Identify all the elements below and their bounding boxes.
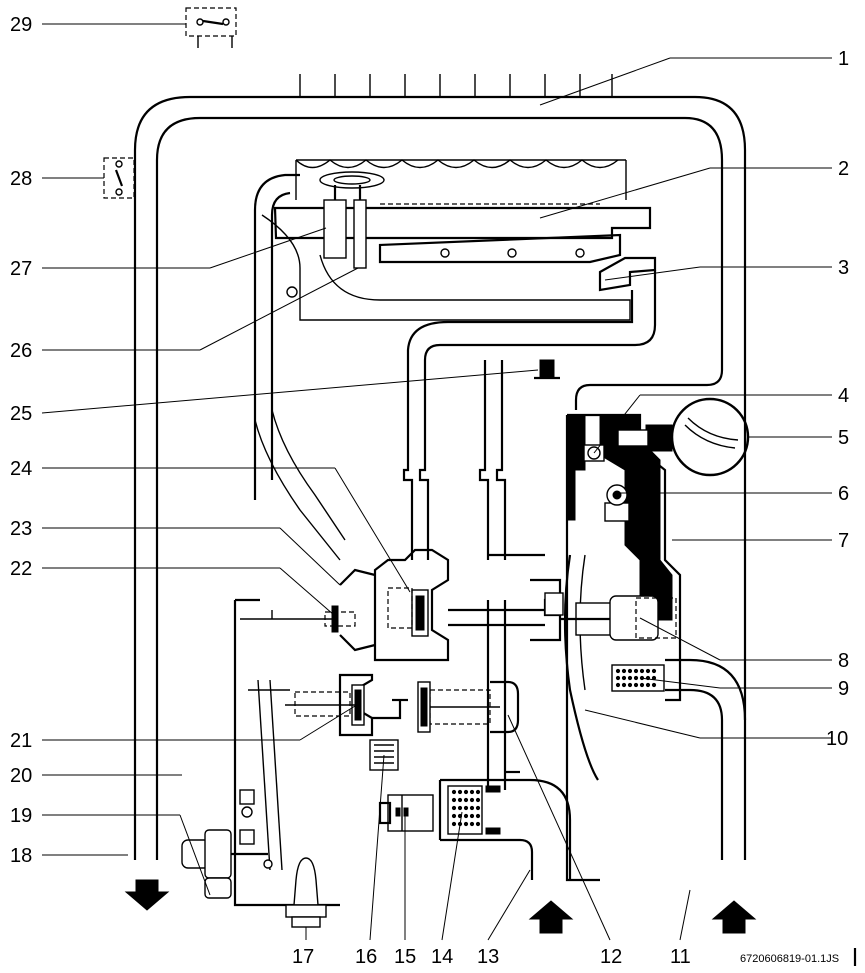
lower-valve xyxy=(285,673,408,737)
callout-22: 22 xyxy=(10,558,32,580)
hot-water-pipe xyxy=(133,74,747,860)
callout-20: 20 xyxy=(10,765,32,787)
burner xyxy=(261,203,652,321)
callout-21: 21 xyxy=(10,730,32,752)
callout-17: 17 xyxy=(292,946,314,968)
flow-arrows xyxy=(124,879,757,934)
callout-1: 1 xyxy=(838,48,849,70)
heat-exchanger-fins xyxy=(299,74,613,97)
callout-labels: 1 2 3 4 5 6 7 8 9 10 11 12 13 14 15 16 1… xyxy=(10,14,849,968)
leader-lines xyxy=(41,23,832,941)
cold-water-in-arrow xyxy=(528,900,574,934)
water-filter xyxy=(438,770,572,880)
callout-9: 9 xyxy=(838,678,849,700)
callout-24: 24 xyxy=(10,458,32,480)
callout-5: 5 xyxy=(838,427,849,449)
callout-27: 27 xyxy=(10,258,32,280)
callout-7: 7 xyxy=(838,530,849,552)
flue-switch xyxy=(185,7,237,48)
gas-control-assembly xyxy=(181,598,340,907)
hot-water-out-arrow xyxy=(124,879,170,911)
callout-8: 8 xyxy=(838,650,849,672)
gas-inlet-fitting xyxy=(285,857,327,928)
callout-3: 3 xyxy=(838,257,849,279)
callout-19: 19 xyxy=(10,805,32,827)
gas-duct xyxy=(406,270,657,430)
injector xyxy=(598,256,657,292)
callout-6: 6 xyxy=(838,483,849,505)
ignition-electrode xyxy=(319,171,385,269)
small-valve xyxy=(378,794,434,832)
water-valve-piston xyxy=(417,680,520,734)
venturi-mesh xyxy=(611,664,665,692)
callout-28: 28 xyxy=(10,168,32,190)
callout-25: 25 xyxy=(10,403,32,425)
callout-26: 26 xyxy=(10,340,32,362)
gas-valve-body xyxy=(373,360,564,790)
figure-code: 6720606819-01.1JS xyxy=(740,953,839,965)
callout-13: 13 xyxy=(477,946,499,968)
adjustment-screw xyxy=(240,568,376,652)
callout-16: 16 xyxy=(355,946,377,968)
callout-18: 18 xyxy=(10,845,32,867)
gas-in-arrow xyxy=(711,900,757,934)
callout-2: 2 xyxy=(838,158,849,180)
callout-12: 12 xyxy=(600,946,622,968)
callout-11: 11 xyxy=(670,946,691,968)
callout-14: 14 xyxy=(431,946,453,968)
combustion-chamber xyxy=(253,159,627,561)
callout-15: 15 xyxy=(394,946,416,968)
water-regulator-housing xyxy=(560,413,747,882)
filter-mesh xyxy=(447,785,483,835)
temperature-selector-knob xyxy=(617,397,750,477)
overheat-switch xyxy=(103,157,135,199)
callout-4: 4 xyxy=(838,385,849,407)
valve-spring xyxy=(369,739,399,771)
callout-10: 10 xyxy=(826,728,848,750)
callout-29: 29 xyxy=(10,14,32,36)
callout-23: 23 xyxy=(10,518,32,540)
